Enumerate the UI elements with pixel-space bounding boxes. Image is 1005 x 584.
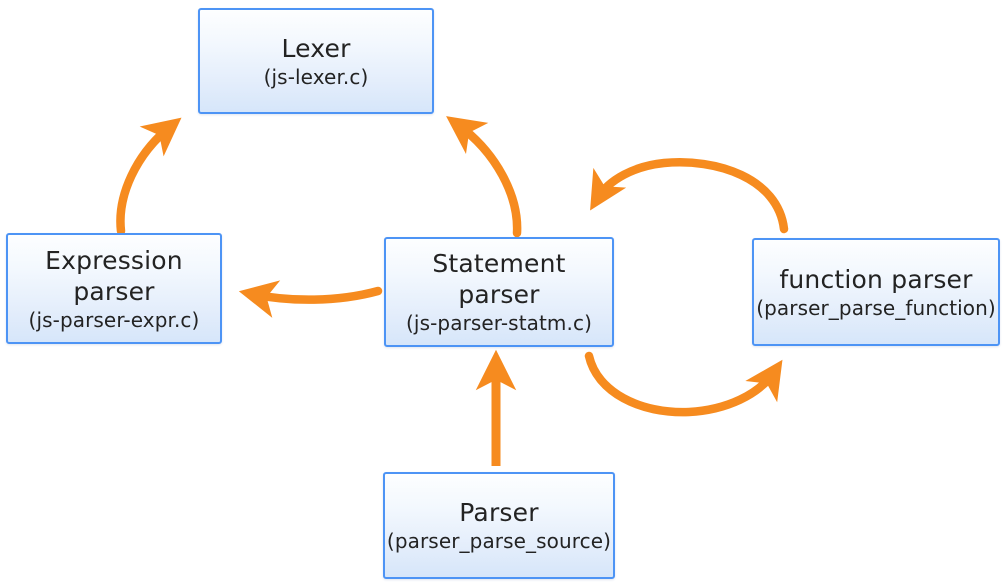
node-parser-title: Parser (459, 498, 539, 527)
node-lexer-subtitle: (js-lexer.c) (263, 64, 369, 89)
edge-statement-to-expression (238, 280, 383, 318)
node-expression-parser-subtitle: (js-parser-expr.c) (28, 307, 200, 332)
node-function-parser-title: function parser (779, 264, 973, 294)
node-lexer[interactable]: Lexer (js-lexer.c) (198, 8, 434, 114)
node-statement-parser[interactable]: Statement parser (js-parser-statm.c) (384, 237, 614, 347)
node-expression-parser-title-line2: parser (73, 276, 155, 306)
node-statement-parser-title-line2: parser (458, 280, 540, 309)
node-function-parser[interactable]: function parser (parser_parse_function) (752, 238, 1000, 346)
edge-function-to-statement (590, 158, 789, 234)
node-expression-parser[interactable]: Expression parser (js-parser-expr.c) (6, 233, 222, 344)
node-statement-parser-title-line1: Statement (432, 249, 566, 278)
node-expression-parser-title-line1: Expression (45, 245, 183, 275)
node-parser[interactable]: Parser (parser_parse_source) (383, 472, 615, 579)
node-function-parser-subtitle: (parser_parse_function) (756, 295, 996, 320)
edge-expression-to-lexer (116, 117, 182, 236)
node-parser-subtitle: (parser_parse_source) (386, 529, 612, 553)
edge-statement-to-function (584, 351, 783, 417)
edge-statement-to-lexer (446, 116, 522, 238)
node-statement-parser-subtitle: (js-parser-statm.c) (406, 311, 592, 335)
node-lexer-title: Lexer (281, 33, 351, 63)
